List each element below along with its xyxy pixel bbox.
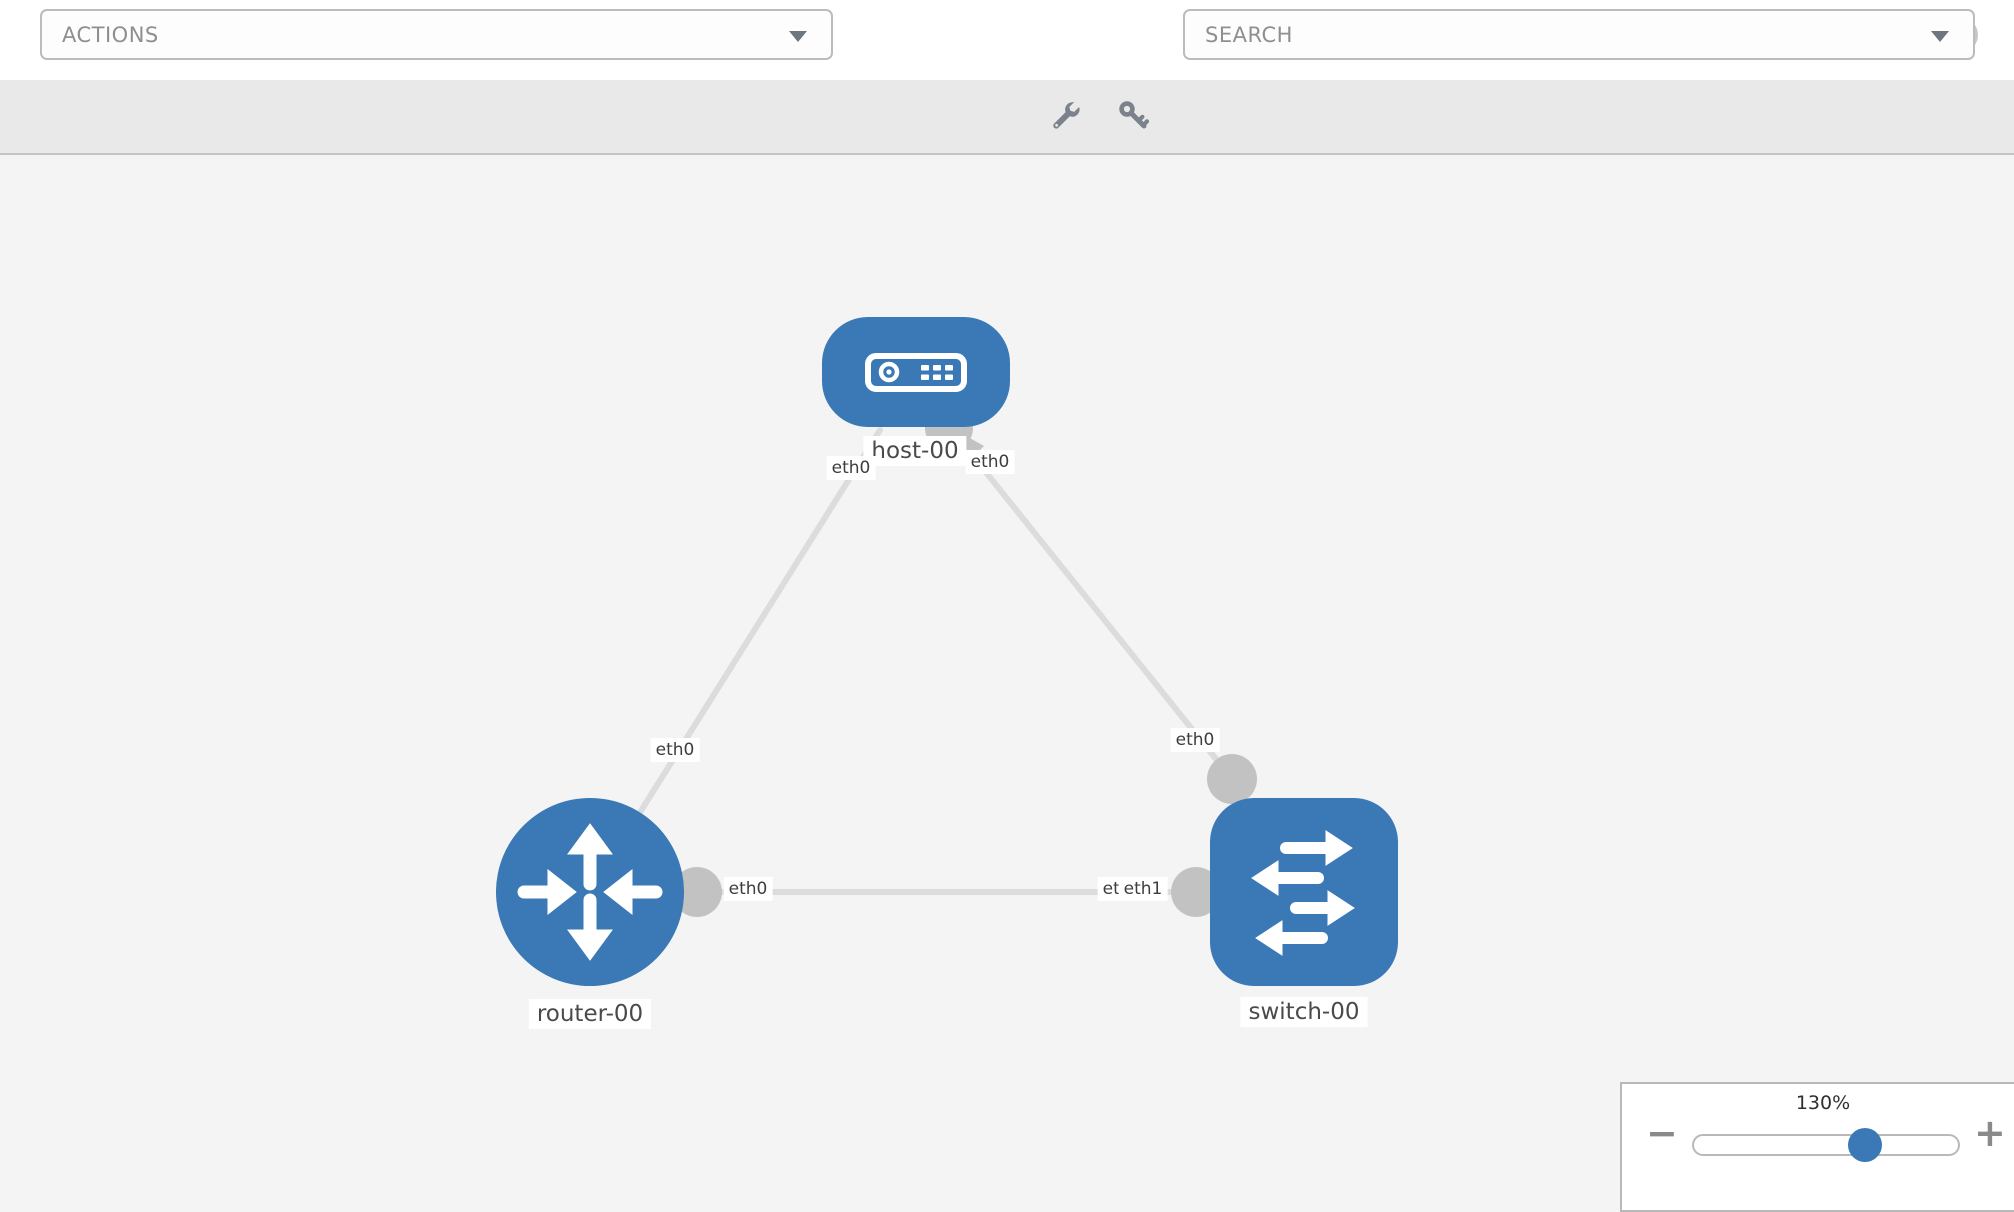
node-label-switch: switch-00: [1240, 997, 1368, 1027]
topology-canvas[interactable]: host-00 router-00 switch-00 eth0 eth0 et…: [0, 155, 2014, 1200]
chevron-down-icon: [1931, 31, 1949, 42]
node-label-host: host-00: [863, 436, 967, 466]
iface-label-router-eth0-uplink: eth0: [650, 738, 700, 762]
port-switch-top: [1207, 754, 1257, 804]
iface-label-switch-eth1: eth1: [1118, 877, 1168, 901]
iface-label-switch-eth0-uplink: eth0: [1170, 728, 1220, 752]
search-dropdown-label: SEARCH: [1205, 22, 1293, 47]
node-router-00[interactable]: [496, 798, 684, 986]
iface-label-host-eth0-right: eth0: [965, 450, 1015, 474]
zoom-control-panel: 130% − +: [1620, 1082, 2014, 1212]
node-label-router: router-00: [528, 999, 652, 1029]
search-dropdown[interactable]: SEARCH: [1183, 9, 1975, 60]
actions-dropdown-label: ACTIONS: [62, 22, 159, 47]
host-icon: [865, 353, 967, 392]
zoom-in-button[interactable]: +: [1974, 1111, 2006, 1155]
zoom-slider-thumb[interactable]: [1848, 1128, 1882, 1162]
zoom-slider-track[interactable]: [1692, 1134, 1960, 1156]
wrench-icon: [1053, 102, 1080, 129]
zoom-level-value: 130%: [1795, 1092, 1851, 1114]
port-switch-left: [1171, 867, 1221, 917]
node-switch-00[interactable]: [1210, 798, 1398, 986]
iface-label-router-eth0-lan: eth0: [723, 877, 773, 901]
link-switch-host[interactable]: [949, 427, 1235, 782]
node-host-00[interactable]: [822, 317, 1010, 427]
key-icon: [1119, 101, 1150, 129]
port-router-right: [672, 867, 722, 917]
iface-label-host-eth0-left: eth0: [826, 456, 876, 480]
credentials-button[interactable]: [1113, 94, 1155, 136]
router-icon: [517, 823, 663, 961]
actions-dropdown[interactable]: ACTIONS: [40, 9, 833, 60]
toolbar: [0, 80, 2014, 155]
switch-icon: [1251, 830, 1355, 956]
zoom-out-button[interactable]: −: [1646, 1111, 1678, 1155]
configure-button[interactable]: [1045, 94, 1087, 136]
chevron-down-icon: [789, 31, 807, 42]
